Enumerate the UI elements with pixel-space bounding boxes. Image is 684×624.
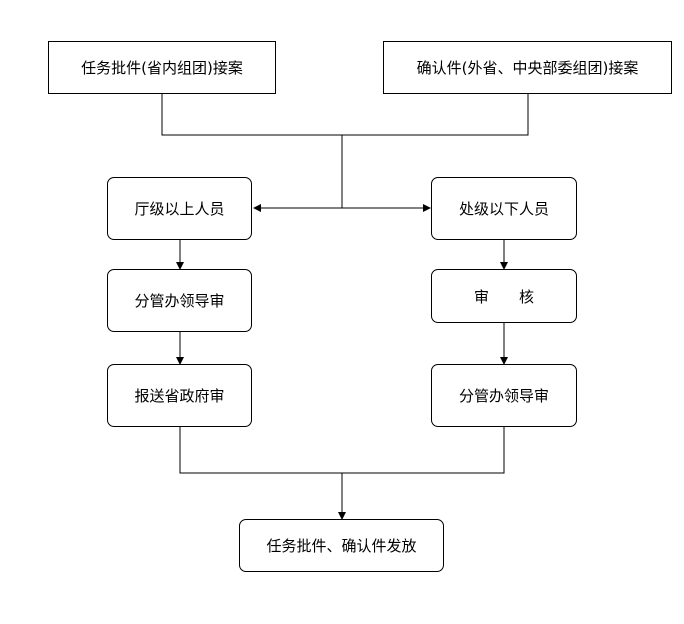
external-case-label: 确认件(外省、中央部委组团)接案 — [416, 59, 639, 77]
above-bureau-label: 厅级以上人员 — [134, 200, 225, 218]
left-leader-review-box: 分管办领导审 — [107, 269, 252, 332]
provincial-case-box: 任务批件(省内组团)接案 — [48, 41, 276, 94]
bottom-merge-connector — [179, 426, 505, 474]
issue-box: 任务批件、确认件发放 — [239, 519, 444, 572]
provincial-gov-review-label: 报送省政府审 — [134, 387, 225, 405]
right-leader-review-label: 分管办领导审 — [458, 387, 549, 405]
external-case-box: 确认件(外省、中央部委组团)接案 — [383, 41, 672, 94]
review-box: 审 核 — [431, 269, 577, 323]
provincial-case-label: 任务批件(省内组团)接案 — [81, 59, 243, 77]
below-division-box: 处级以下人员 — [431, 177, 577, 240]
below-division-label: 处级以下人员 — [458, 200, 549, 218]
issue-label: 任务批件、确认件发放 — [266, 537, 417, 555]
above-bureau-box: 厅级以上人员 — [107, 177, 252, 240]
right-leader-review-box: 分管办领导审 — [431, 364, 577, 427]
provincial-gov-review-box: 报送省政府审 — [107, 364, 252, 427]
merge-connector — [161, 93, 529, 136]
review-label: 审 核 — [473, 287, 534, 306]
left-leader-review-label: 分管办领导审 — [134, 292, 225, 310]
